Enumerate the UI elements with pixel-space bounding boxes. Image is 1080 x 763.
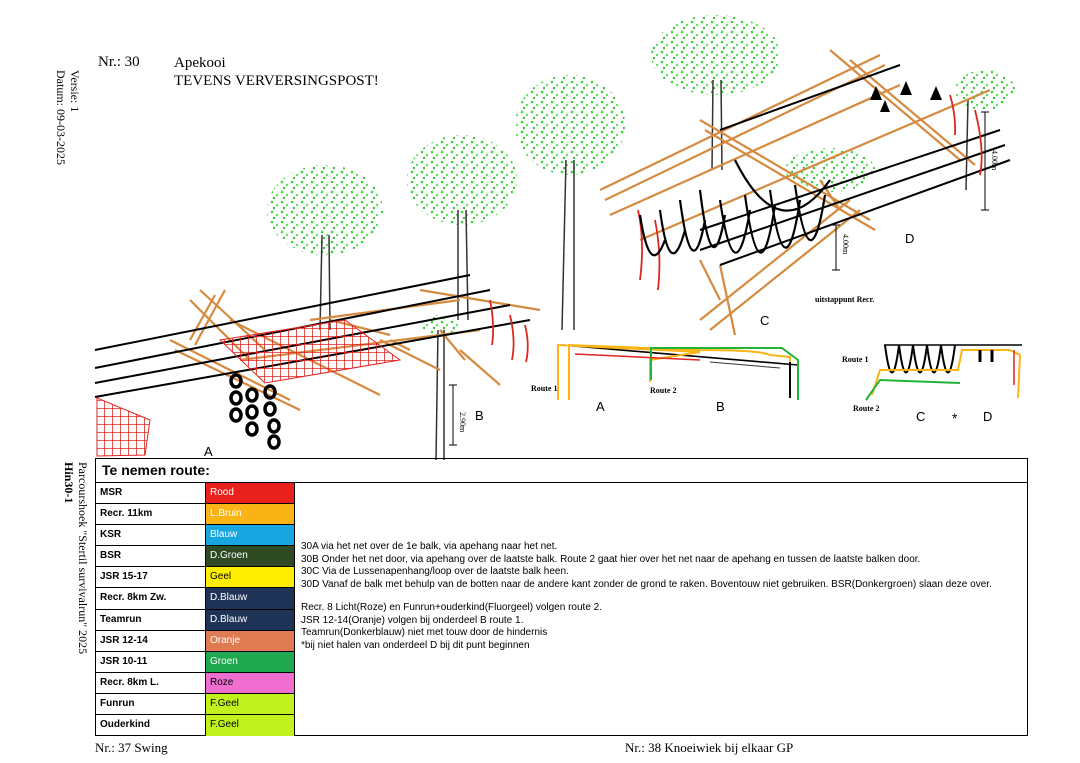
book-title: Parcourshoek "Stertil survivalrun" 2025 — [76, 462, 90, 655]
route-diagram-ab — [557, 343, 799, 400]
height-400-a: 4.00m — [841, 234, 850, 255]
route-color: F.Geel — [206, 693, 294, 715]
desc-30c: 30C Via de Lussenapenhang/loop over de l… — [301, 566, 569, 577]
height-290: 2.90m — [458, 412, 467, 433]
route-color: Groen — [206, 651, 294, 672]
route-2-label-ab: Route 2 — [650, 386, 676, 395]
route-1-label-ab: Route 1 — [531, 384, 557, 393]
note-3: Teamrun(Donkerblauw) niet met touw door … — [301, 627, 548, 638]
route-color: D.Groen — [206, 546, 294, 567]
route-category: Recr. 8km L. — [96, 672, 206, 693]
route-color: L.Bruin — [206, 504, 294, 525]
label-c-drawing: C — [760, 313, 769, 328]
route-category: Recr. 8km Zw. — [96, 588, 206, 609]
route-category: Teamrun — [96, 609, 206, 630]
label-d-route: D — [983, 409, 992, 424]
label-a-drawing: A — [204, 444, 213, 459]
tree-4 — [651, 15, 781, 171]
desc-30b: 30B Onder het net door, via apehang over… — [301, 553, 921, 565]
start-marker-star: * — [952, 410, 958, 426]
red-net — [96, 319, 402, 457]
route-row: Recr. 8km Zw.D.Blauw — [96, 588, 295, 610]
route-color: Blauw — [206, 525, 294, 546]
ropes — [94, 64, 1011, 398]
footer-prev: Nr.: 37 Swing — [95, 740, 168, 755]
route-category: Funrun — [96, 693, 206, 715]
note-4: *bij niet halen van onderdeel D bij dit … — [301, 639, 530, 651]
tree-1 — [267, 165, 383, 331]
loop-net-c — [638, 159, 831, 257]
tree-5 — [785, 148, 875, 192]
route-category: MSR — [96, 483, 206, 504]
route-diagram-cd — [865, 344, 1022, 401]
route-row: Recr. 8km L.Roze — [96, 672, 295, 694]
route-category: Ouderkind — [96, 715, 206, 737]
obstacle-name: Apekooi — [174, 55, 226, 71]
route-category: JSR 10-11 — [96, 651, 206, 672]
obstacle-subtitle: TEVENS VERVERSINGSPOST! — [174, 73, 379, 89]
route-category: JSR 15-17 — [96, 567, 206, 588]
label-d-drawing: D — [905, 231, 914, 246]
route-color: Geel — [206, 567, 294, 588]
tree-3 — [515, 75, 625, 331]
route-2-label-cd: Route 2 — [853, 404, 879, 413]
desc-30d: 30D Vanaf de balk met behulp van de bott… — [301, 578, 992, 590]
obstacle-number: Nr.: 30 — [98, 54, 140, 70]
obstacle-code: Hin30-1 — [62, 462, 76, 504]
bones-d — [870, 81, 942, 112]
tree-2 — [407, 135, 517, 321]
route-category: JSR 12-14 — [96, 630, 206, 651]
route-description: 30A via het net over de 1e balk, via ape… — [301, 541, 1021, 652]
route-category: BSR — [96, 546, 206, 567]
route-color: D.Blauw — [206, 609, 294, 630]
label-a-route: A — [596, 399, 605, 414]
footer-next: Nr.: 38 Knoeiwiek bij elkaar GP — [625, 740, 794, 755]
tires — [229, 373, 281, 450]
hanging-ropes — [489, 94, 983, 363]
route-color: F.Geel — [206, 715, 294, 737]
route-color: Oranje — [206, 630, 294, 651]
label-c-route: C — [916, 409, 925, 424]
height-markers — [449, 111, 989, 446]
route-color: D.Blauw — [206, 588, 294, 609]
route-table-heading: Te nemen route: — [96, 459, 1027, 483]
note-1: Recr. 8 Licht(Roze) en Funrun+ouderkind(… — [301, 602, 602, 613]
height-400-b: 4.00m — [990, 150, 999, 171]
desc-30a: 30A via het net over de 1e balk, via ape… — [301, 541, 558, 552]
exit-point-label: uitstappunt Recr. — [815, 295, 874, 304]
label-b-drawing: B — [475, 408, 484, 423]
route-1-label-cd: Route 1 — [842, 355, 868, 364]
obstacle-drawing: 2.90m 4.00m 4.00m A B C D uitstappunt Re… — [94, 15, 1022, 460]
route-category: KSR — [96, 525, 206, 546]
route-color: Rood — [206, 483, 294, 504]
obstacle-title: Apekooi TEVENS VERVERSINGSPOST! — [174, 54, 379, 90]
route-category: Recr. 11km — [96, 504, 206, 525]
note-2: JSR 12-14(Oranje) volgen bij onderdeel B… — [301, 614, 524, 626]
label-b-route: B — [716, 399, 725, 414]
route-color: Roze — [206, 672, 294, 693]
